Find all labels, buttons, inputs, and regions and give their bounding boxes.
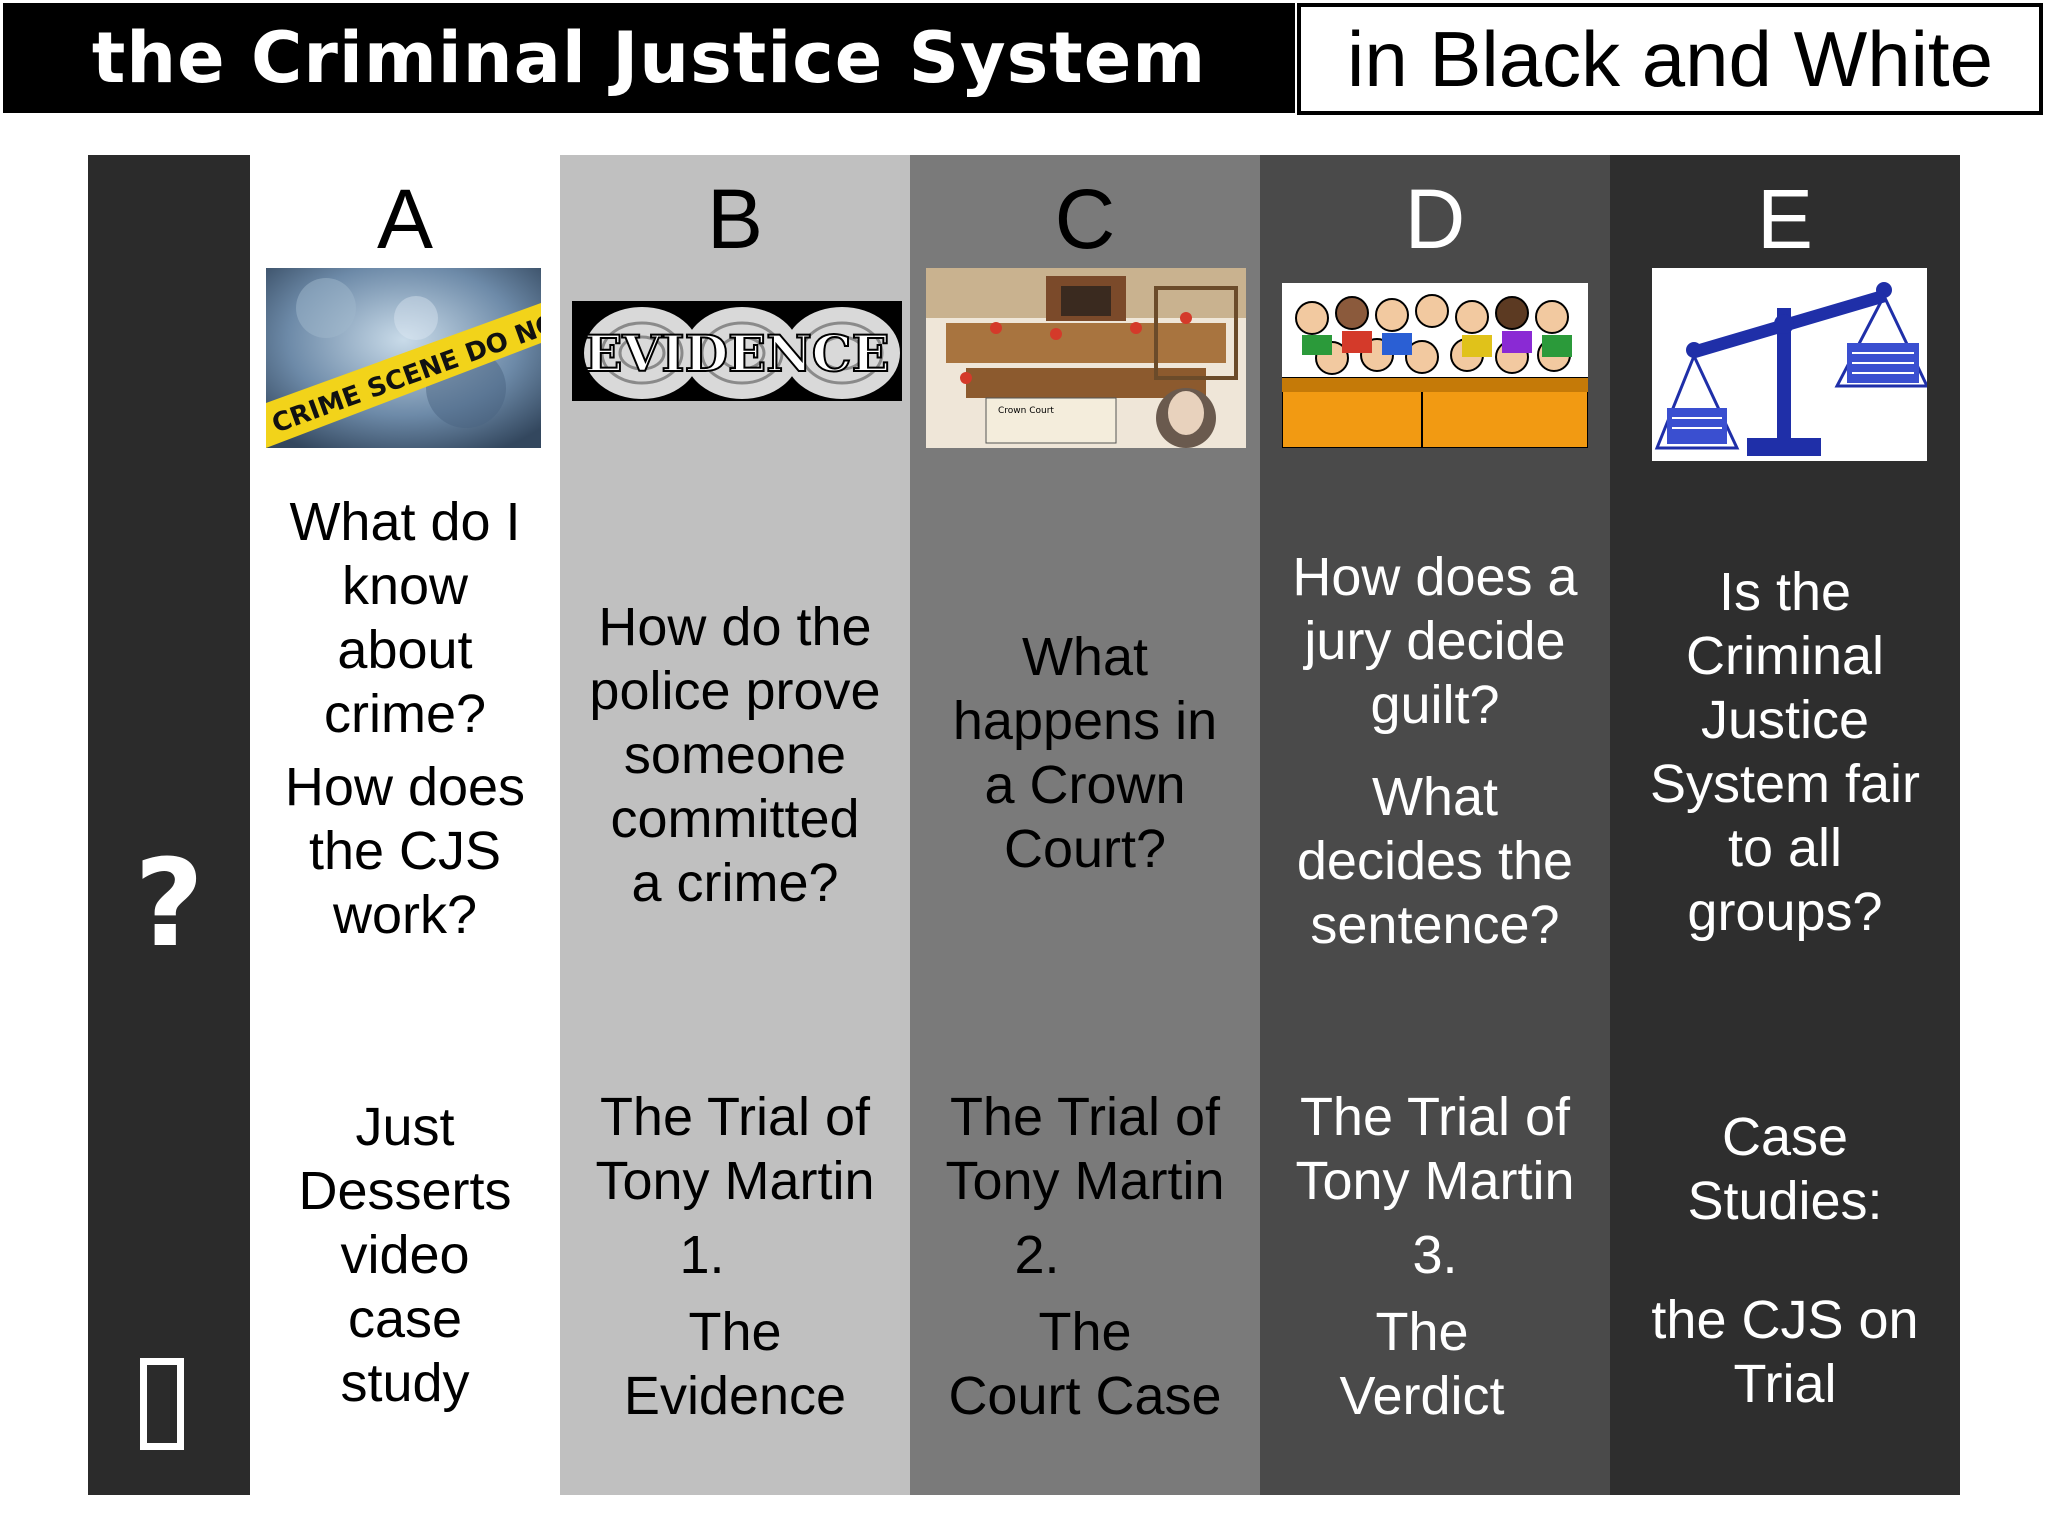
activity-subtitle: The Verdict [1339, 1302, 1505, 1426]
activity-subtitle: The Evidence [623, 1302, 847, 1426]
activity-number: 2. [1014, 1225, 1060, 1285]
column-letter: D [1404, 172, 1466, 266]
column-a: A CRIME SCENE DO NOT CROSS What do I kno… [250, 155, 560, 1495]
question-text: What do I know about crime? [289, 492, 521, 744]
question-mark-icon: ? [134, 835, 204, 974]
column-letter: A [376, 172, 434, 266]
crime-scene-tape-icon: CRIME SCENE DO NOT CROSS [266, 268, 541, 448]
activity-number: 3. [1412, 1225, 1458, 1285]
empty-box-icon [140, 1358, 184, 1450]
activity-title: The Trial of Tony Martin [595, 1087, 875, 1211]
question-text: How does a jury decide guilt? [1292, 547, 1578, 735]
column-letter: B [706, 172, 764, 266]
activity-title: The Trial of Tony Martin [945, 1087, 1225, 1211]
question-text: How do the police prove someone committe… [589, 597, 881, 913]
title-banner: the Criminal Justice System [3, 3, 1295, 113]
activity-subtitle: the CJS on Trial [1651, 1290, 1919, 1414]
column-d: D [1260, 155, 1610, 1495]
activity-number: 1. [679, 1225, 725, 1285]
scales-of-justice-icon [1652, 268, 1927, 461]
column-b: B EVIDENCE How do the police prove someo… [560, 155, 910, 1495]
evidence-text: EVIDENCE [584, 324, 889, 383]
column-letter: E [1756, 172, 1814, 266]
jury-icon [1282, 283, 1588, 448]
question-text: Is the Criminal Justice System fair to a… [1649, 562, 1921, 942]
activity-title: The Trial of Tony Martin [1295, 1087, 1575, 1211]
activity-subtitle: The Court Case [948, 1302, 1222, 1426]
question-text-secondary: What decides the sentence? [1296, 767, 1574, 955]
title-subtitle-box: in Black and White [1297, 3, 2043, 115]
question-text: What happens in a Crown Court? [952, 627, 1218, 879]
row-labels-sidebar: ? [88, 155, 250, 1495]
court-legend-text: Crown Court [998, 406, 1054, 416]
column-e: E [1610, 155, 1960, 1495]
crown-court-icon: Crown Court [926, 268, 1246, 448]
column-c: C Crown Court What happens in a Crown Co… [910, 155, 1260, 1495]
activity-text: Just Desserts video case study [298, 1097, 512, 1413]
evidence-fingerprints-icon: EVIDENCE [572, 301, 902, 401]
column-letter: C [1054, 172, 1116, 266]
question-text-secondary: How does the CJS work? [284, 757, 526, 945]
activity-title: Case Studies: [1687, 1107, 1883, 1231]
